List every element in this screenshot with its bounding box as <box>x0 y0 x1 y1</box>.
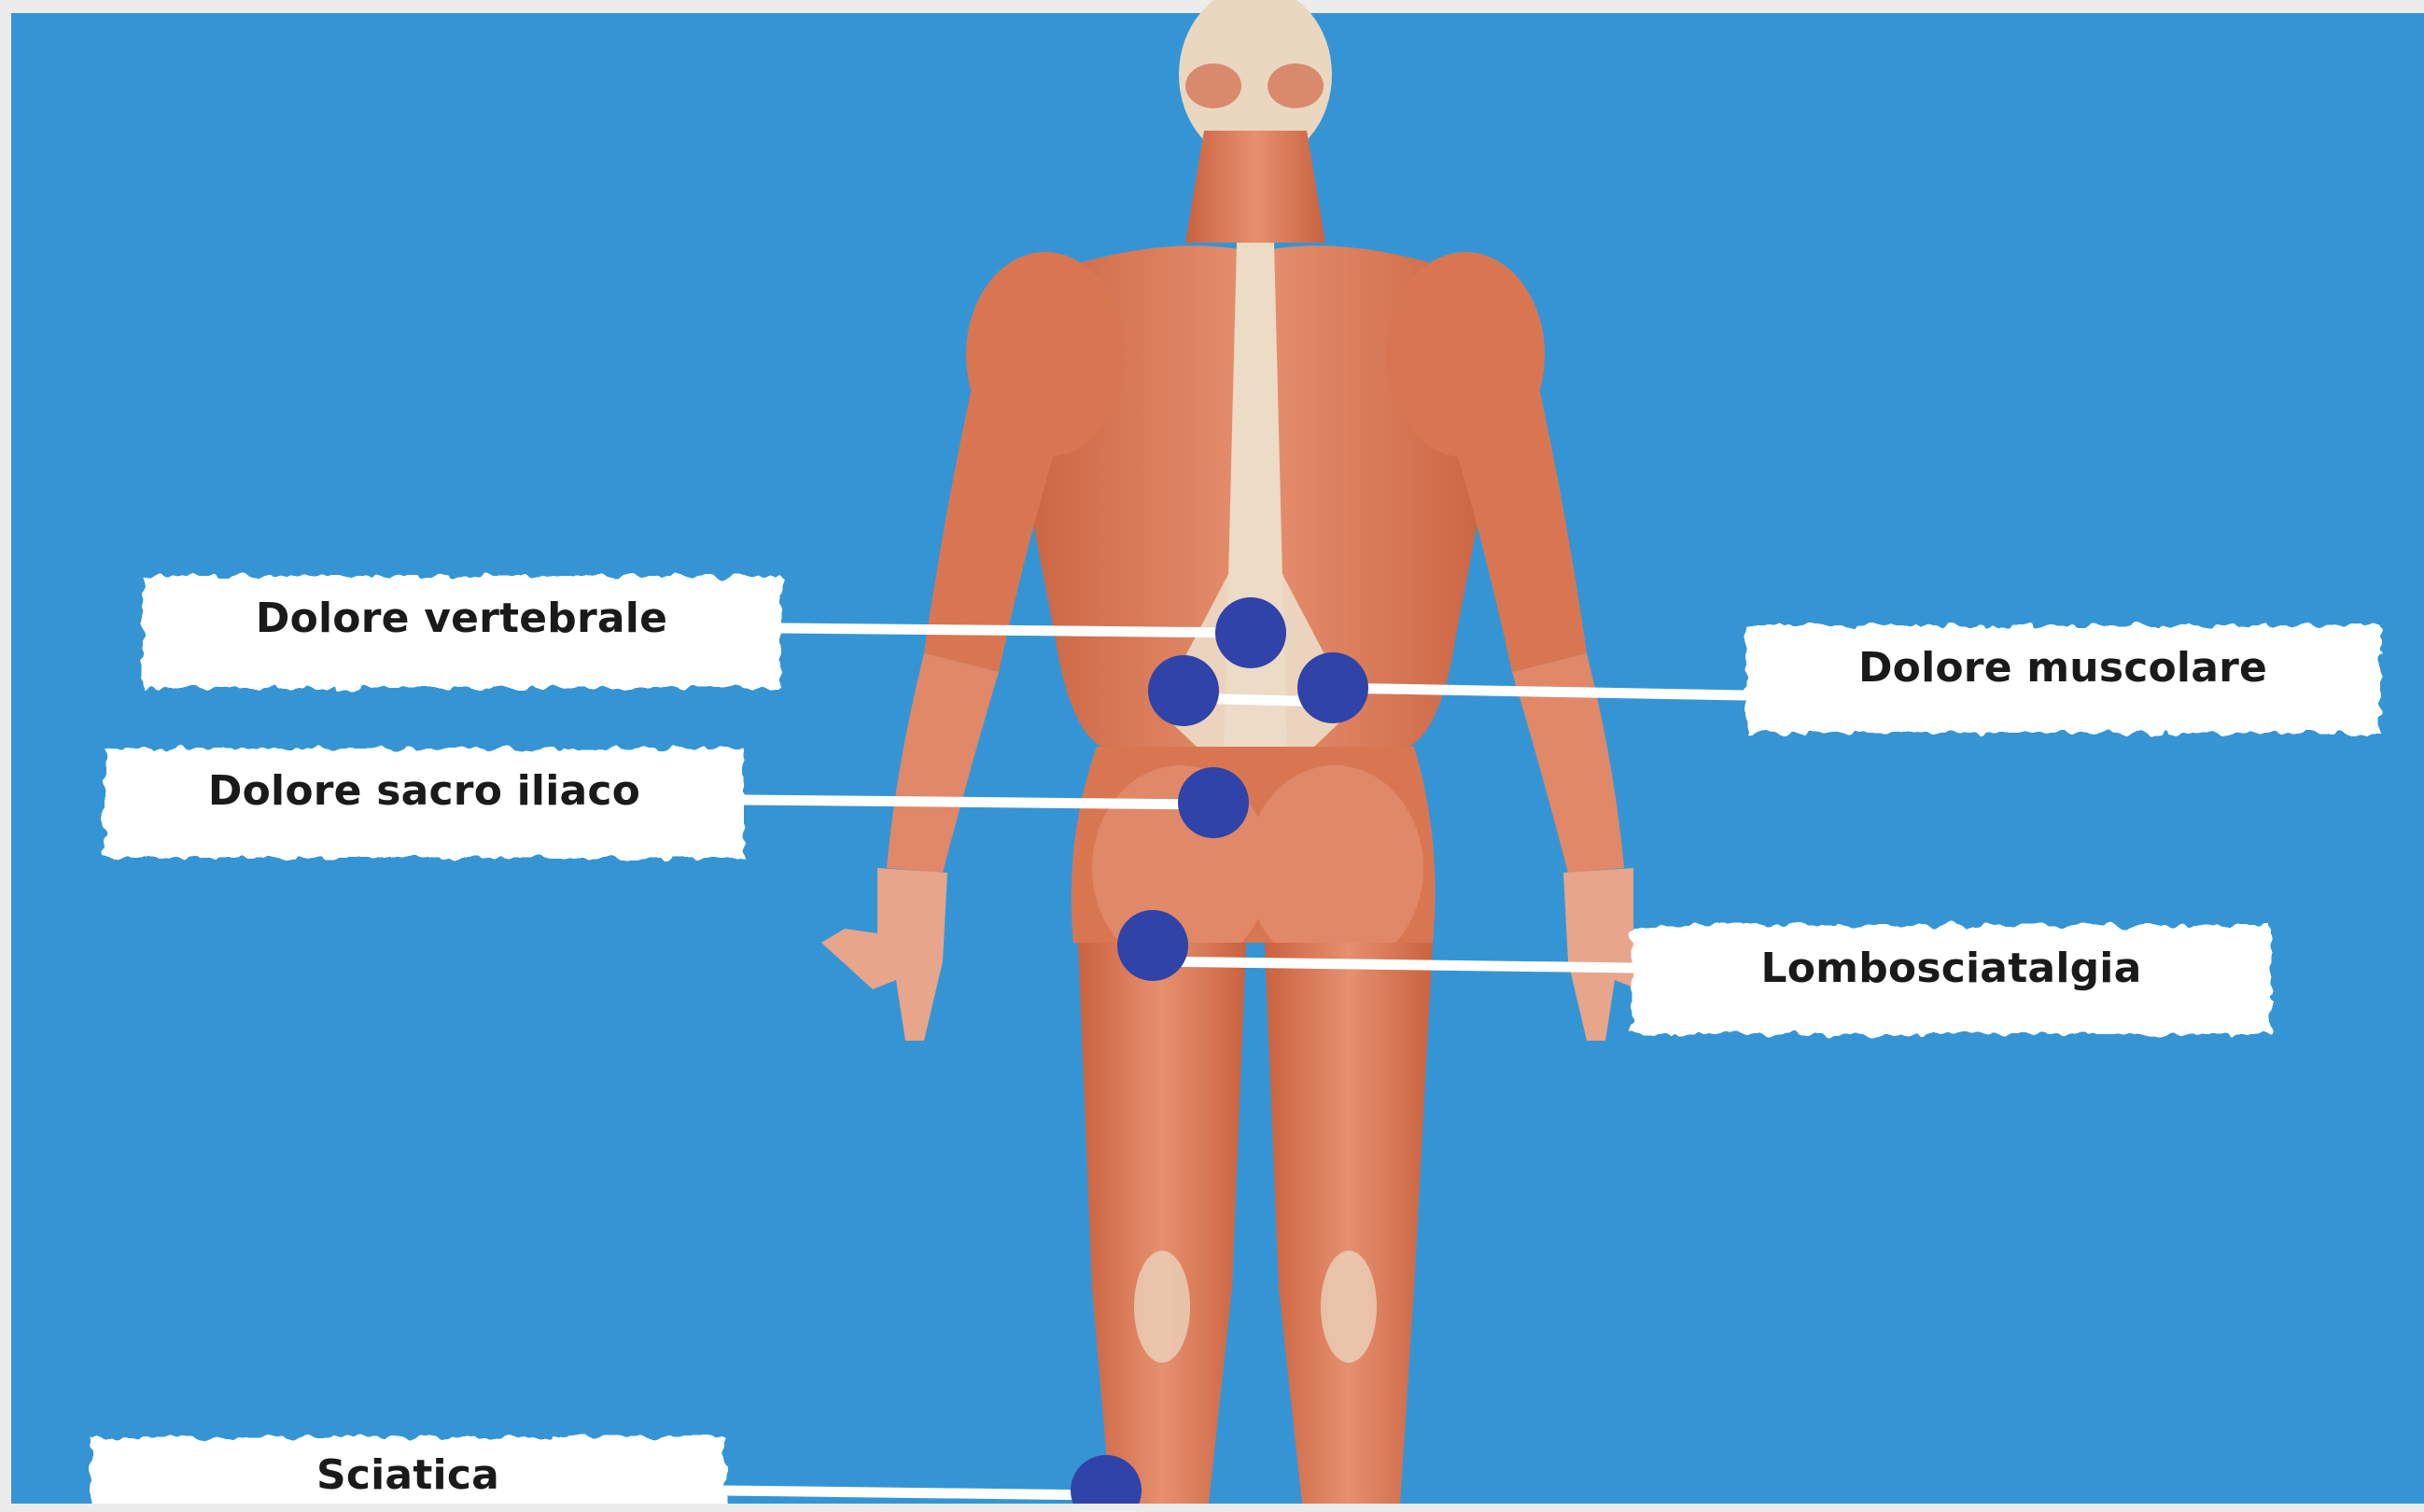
marker-lombo <box>1117 910 1188 981</box>
callout-lombo-label: Lombosciatalgia <box>1632 926 2271 1010</box>
leader-vertebrale <box>781 628 1251 633</box>
marker-vertebrale <box>1215 597 1286 668</box>
callout-sacro-label: Dolore sacro iliaco <box>105 749 744 833</box>
marker-lumbar-left <box>1148 655 1219 726</box>
leader-sciatica <box>725 1491 1106 1495</box>
marker-sacro <box>1178 767 1249 838</box>
marker-muscolare <box>1297 652 1368 723</box>
callout-muscolare-label: Dolore muscolare <box>1745 625 2380 709</box>
callout-vertebrale-label: Dolore vertebrale <box>142 576 781 660</box>
leader-sacro <box>744 800 1213 805</box>
callout-sciatica-label: Sciatica <box>91 1437 725 1512</box>
leader-lombo <box>1153 961 1632 968</box>
